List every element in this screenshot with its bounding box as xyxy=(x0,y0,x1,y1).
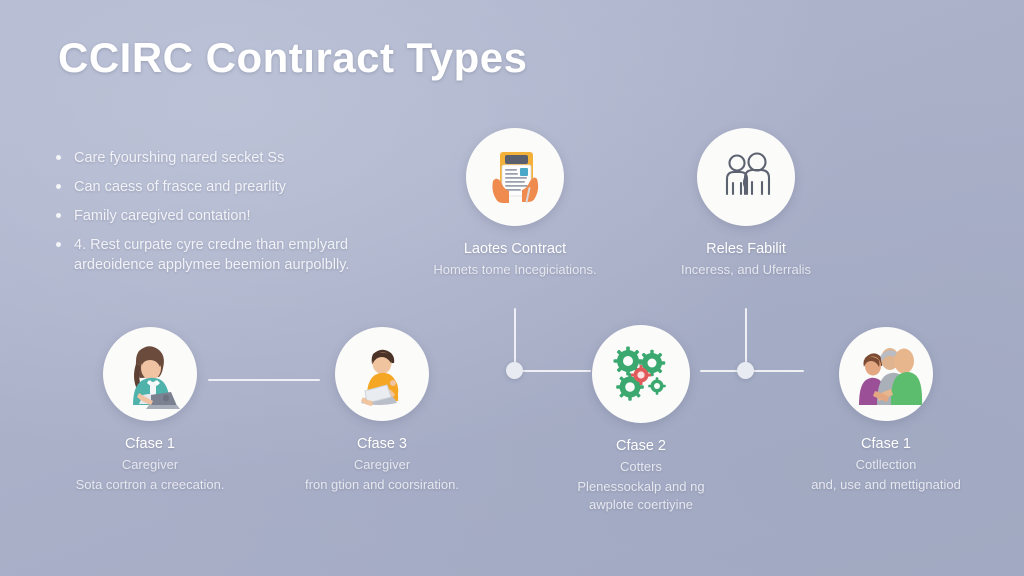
node-subtitle-role: Caregiver xyxy=(121,457,179,472)
connector-line-phase1-phase3 xyxy=(208,379,320,381)
node-caption: Reles Fabilit Inceress, and Uferralis xyxy=(661,240,831,279)
node-subtitle: Inceress, and Uferralis xyxy=(680,262,812,277)
family-group-icon xyxy=(839,327,933,421)
node-subtitle-desc: and, use and mettignatiod xyxy=(811,477,961,492)
node-caption: Cfase 1 Cotllection and, use and mettign… xyxy=(801,435,971,494)
node-subtitle-role: Cotllection xyxy=(855,457,917,472)
node-contract[interactable]: Laotes Contract Homets tome Incegiciatio… xyxy=(430,128,600,279)
bullet-item: Family caregived contation! xyxy=(48,206,368,226)
node-relations[interactable]: Reles Fabilit Inceress, and Uferralis xyxy=(661,128,831,279)
node-title: Cfase 2 xyxy=(616,438,666,454)
node-phase-3[interactable]: Cfase 3 Caregiver fron gtion and coorsir… xyxy=(297,327,467,494)
bullet-item: Care fyourshing nared secket Ss xyxy=(48,148,368,168)
node-subtitle-desc: Sota cortron a creecation. xyxy=(75,477,225,492)
node-title: Laotes Contract xyxy=(463,241,567,257)
connector-line-dot-b-family xyxy=(752,370,804,372)
node-title: Cfase 3 xyxy=(357,436,407,452)
node-title: Reles Fabilit xyxy=(706,241,786,257)
woman-laptop-icon xyxy=(103,327,197,421)
node-phase-2[interactable]: Cfase 2 Cotters Plenessockalp and ng awp… xyxy=(556,325,726,514)
contract-document-icon xyxy=(466,128,564,226)
node-caption: Cfase 1 Caregiver Sota cortron a creecat… xyxy=(65,435,235,494)
node-title: Cfase 1 xyxy=(125,436,175,452)
connector-line-contract-vertical xyxy=(514,308,516,364)
bullet-item: Can caess of frasce and prearlity xyxy=(48,177,368,197)
page-title: CCIRC Contıract Types xyxy=(58,34,528,81)
node-subtitle-desc: Plenessockalp and ng awplote coertiyine xyxy=(577,479,705,512)
connector-line-dot-a-gears xyxy=(519,370,591,372)
node-subtitle-desc: fron gtion and coorsiration. xyxy=(305,477,459,492)
node-phase-1[interactable]: Cfase 1 Caregiver Sota cortron a creecat… xyxy=(65,327,235,494)
connector-node-dot-b xyxy=(737,362,754,379)
gears-icon xyxy=(592,325,690,423)
connector-line-gears-dot-b xyxy=(700,370,742,372)
bullet-list: Care fyourshing nared secket Ss Can caes… xyxy=(48,148,368,284)
node-title: Cfase 1 xyxy=(861,436,911,452)
node-caption: Cfase 2 Cotters Plenessockalp and ng awp… xyxy=(556,437,726,514)
connector-node-dot-a xyxy=(506,362,523,379)
node-phase-4[interactable]: Cfase 1 Cotllection and, use and mettign… xyxy=(801,327,971,494)
connector-line-relations-vertical xyxy=(745,308,747,364)
man-reading-document-icon xyxy=(335,327,429,421)
node-caption: Laotes Contract Homets tome Incegiciatio… xyxy=(430,240,600,279)
node-subtitle: Homets tome Incegiciations. xyxy=(433,262,597,277)
node-caption: Cfase 3 Caregiver fron gtion and coorsir… xyxy=(297,435,467,494)
bullet-item: 4. Rest curpate cyre credne than emplyar… xyxy=(48,235,368,275)
two-people-icon xyxy=(697,128,795,226)
node-subtitle-role: Cotters xyxy=(620,459,662,474)
node-subtitle-role: Caregiver xyxy=(353,457,411,472)
